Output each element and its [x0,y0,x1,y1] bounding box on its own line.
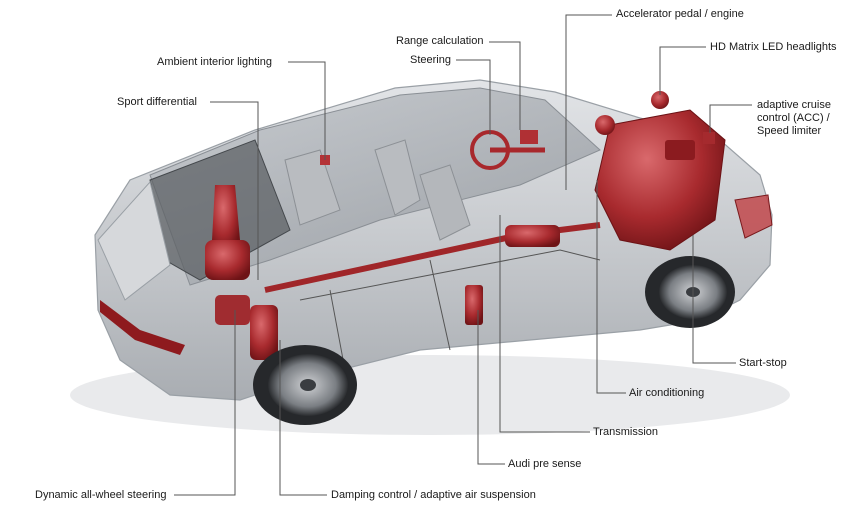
leader-pre-sense [477,310,505,465]
reservoir [595,115,615,135]
leader-awd-steering [174,310,236,496]
transmission-unit [505,225,560,247]
leader-steering [456,59,491,135]
rear-strut [212,185,240,250]
leader-damping [279,340,327,496]
leader-ambient [288,61,326,160]
label-audi-pre-sense: Audi pre sense [508,458,582,470]
label-damping-control: Damping control / adaptive air suspensio… [331,489,536,501]
front-wheel [645,256,735,328]
headlight-module [651,91,669,109]
tail-light [100,300,185,355]
range-module [520,130,538,144]
leader-sport-diff [210,101,259,280]
leader-air-cond [596,180,626,394]
headlight [734,194,773,239]
label-acc-line-2: control (ACC) / [757,112,830,124]
pre-sense-module [465,285,483,325]
leader-headlights [659,46,706,95]
leader-lines [174,14,752,496]
label-start-stop: Start-stop [739,357,787,369]
label-hd-matrix-led-headlights: HD Matrix LED headlights [710,41,837,53]
leader-transmission [499,215,590,433]
front-seat [374,139,421,216]
rear-seat [284,149,341,226]
door-line [299,249,601,301]
leader-accelerator [565,14,612,190]
label-ambient-interior-lighting: Ambient interior lighting [157,56,272,68]
trunk-lid [97,180,171,301]
engine-cover [665,140,695,160]
door-seam-rear [329,289,346,371]
label-acc-line-1: adaptive cruise [757,99,831,111]
door-seam [429,259,451,351]
leader-acc [709,104,752,133]
label-dynamic-all-wheel-steering: Dynamic all-wheel steering [35,489,167,501]
leader-start-stop [692,235,736,364]
leader-range [489,41,521,130]
label-transmission: Transmission [593,426,658,438]
sport-differential-unit [205,240,250,280]
label-acc-line-3: Speed limiter [757,125,822,137]
label-steering: Steering [410,54,451,66]
label-sport-differential: Sport differential [117,96,197,108]
label-range-calculation: Range calculation [396,35,484,47]
rear-steering-actuator [215,295,250,325]
label-accelerator-pedal-engine: Accelerator pedal / engine [616,8,744,20]
acc-sensor [703,132,715,144]
rear-wheel [253,345,357,425]
rear-damper [250,305,278,360]
label-air-conditioning: Air conditioning [629,387,705,399]
front-seat-2 [419,164,471,241]
